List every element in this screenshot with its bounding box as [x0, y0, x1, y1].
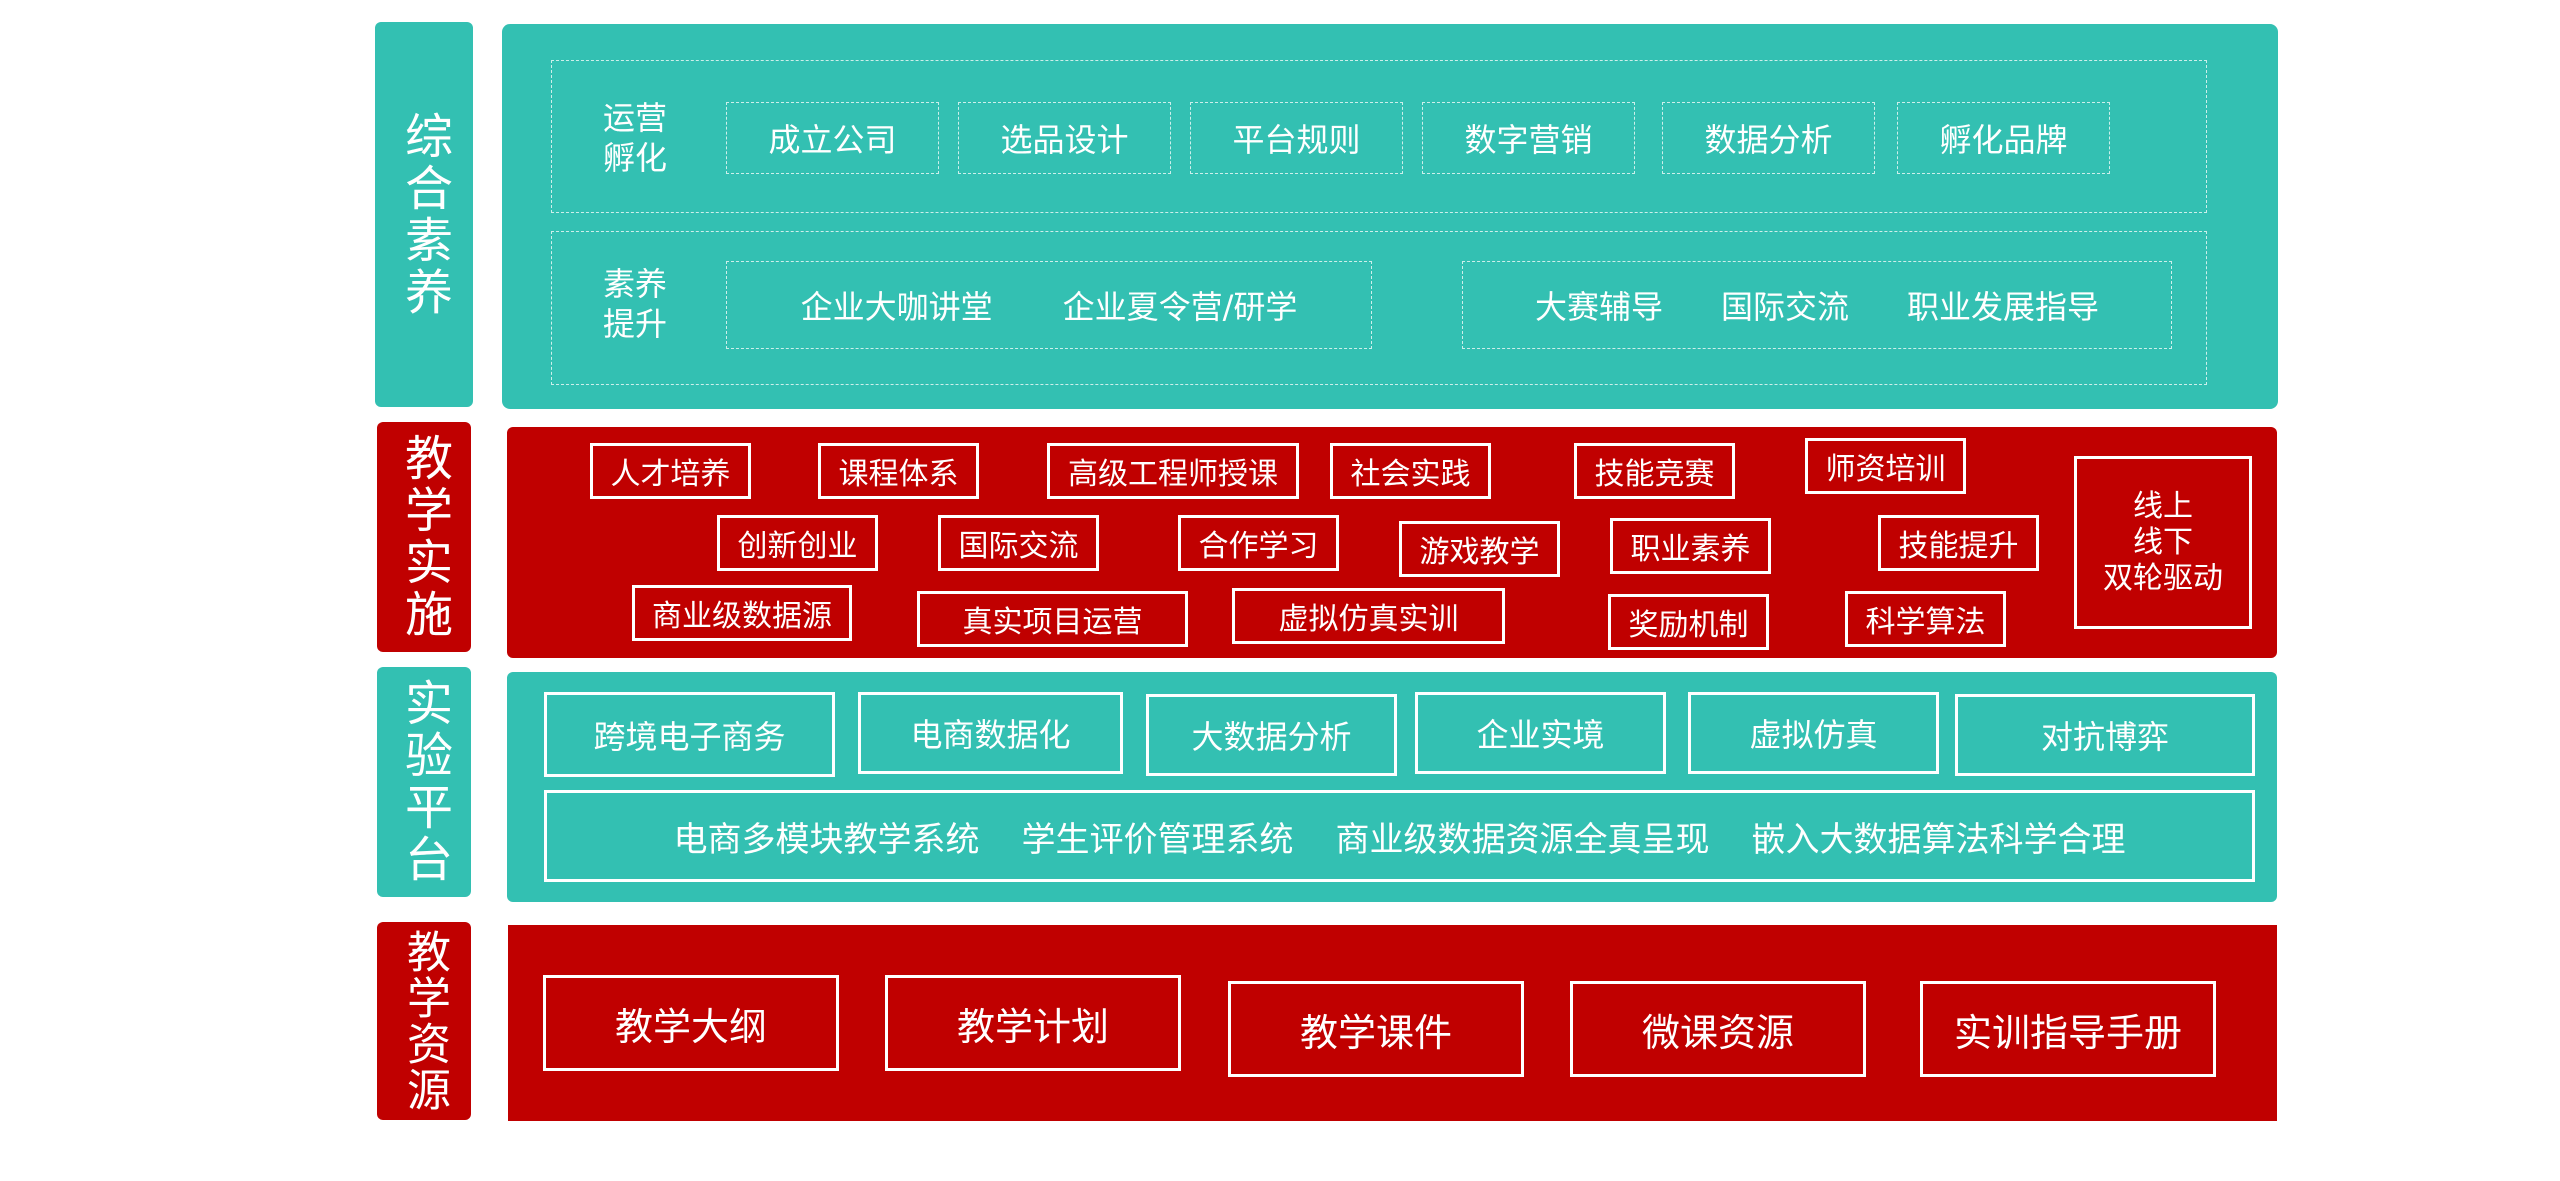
impl-dual-drive-offline: 线下: [2133, 524, 2193, 560]
lab-system-algorithm: 嵌入大数据算法科学合理: [1751, 819, 2126, 860]
impl-tag-professional: 职业素养: [1610, 518, 1771, 574]
operation-item-2: 选品设计: [958, 102, 1171, 174]
operation-item-1: 成立公司: [726, 102, 939, 174]
literacy-item-enterprise-lecture: 企业大咖讲堂: [800, 288, 993, 326]
impl-tag-social-practice: 社会实践: [1330, 443, 1491, 499]
impl-dual-drive: 线上 线下 双轮驱动: [2074, 456, 2252, 629]
operation-row: [551, 60, 2207, 213]
impl-tag-cooperative: 合作学习: [1178, 515, 1339, 571]
resource-training-manual: 实训指导手册: [1920, 981, 2216, 1077]
operation-item-5: 数据分析: [1662, 102, 1875, 174]
sidebar-comprehensive: 综合素养: [375, 22, 473, 407]
teaching-impl-panel: [507, 427, 2277, 658]
impl-tag-game-teaching: 游戏教学: [1399, 521, 1560, 577]
lab-systems-bar: 电商多模块教学系统 学生评价管理系统 商业级数据资源全真呈现 嵌入大数据算法科学…: [544, 790, 2255, 882]
impl-tag-commercial-data: 商业级数据源: [632, 585, 852, 641]
impl-tag-teacher-training: 师资培训: [1805, 438, 1966, 494]
sidebar-teaching-impl-label: 教学实施: [396, 433, 452, 641]
literacy-label-line1: 素养: [602, 265, 667, 303]
resource-syllabus: 教学大纲: [543, 975, 839, 1071]
sidebar-teaching-impl: 教学实施: [377, 422, 471, 652]
operation-item-4: 数字营销: [1422, 102, 1635, 174]
lab-item-ecommerce-data: 电商数据化: [858, 692, 1123, 774]
impl-tag-virtual-sim: 虚拟仿真实训: [1232, 588, 1505, 644]
resource-courseware: 教学课件: [1228, 981, 1524, 1077]
lab-platform-panel: [507, 672, 2277, 902]
lab-system-evaluation: 学生评价管理系统: [1021, 819, 1294, 860]
literacy-label: 素养 提升: [590, 264, 680, 344]
literacy-label-line2: 提升: [602, 305, 667, 343]
literacy-item-international: 国际交流: [1720, 288, 1849, 326]
impl-tag-international: 国际交流: [938, 515, 1099, 571]
resource-plan: 教学计划: [885, 975, 1181, 1071]
lab-item-enterprise: 企业实境: [1415, 692, 1666, 774]
impl-tag-skill-up: 技能提升: [1878, 515, 2039, 571]
operation-label-line2: 孵化: [602, 139, 667, 177]
lab-system-data-resource: 商业级数据资源全真呈现: [1335, 819, 1710, 860]
impl-tag-algorithm: 科学算法: [1845, 591, 2006, 647]
operation-item-6: 孵化品牌: [1897, 102, 2110, 174]
impl-tag-senior-engineer: 高级工程师授课: [1047, 443, 1299, 499]
lab-system-multi-module: 电商多模块教学系统: [673, 819, 980, 860]
lab-item-big-data: 大数据分析: [1146, 694, 1397, 776]
impl-tag-curriculum: 课程体系: [818, 443, 979, 499]
impl-dual-drive-online: 线上: [2133, 488, 2193, 524]
sidebar-lab-platform-label: 实验平台: [396, 678, 452, 886]
lab-item-virtual-sim: 虚拟仿真: [1688, 692, 1939, 774]
literacy-item-career: 职业发展指导: [1907, 288, 2100, 326]
teaching-resources-panel: [508, 925, 2277, 1121]
lab-item-cross-border: 跨境电子商务: [544, 692, 835, 777]
operation-item-3: 平台规则: [1190, 102, 1403, 174]
impl-dual-drive-label: 双轮驱动: [2103, 560, 2223, 596]
operation-label: 运营 孵化: [590, 98, 680, 178]
sidebar-teaching-resources: 教学资源: [377, 922, 471, 1120]
impl-tag-talent: 人才培养: [590, 443, 751, 499]
resource-micro-course: 微课资源: [1570, 981, 1866, 1077]
impl-tag-innovation: 创新创业: [717, 515, 878, 571]
comprehensive-panel: [502, 24, 2278, 409]
lab-item-adversarial: 对抗博弈: [1955, 694, 2255, 776]
literacy-group-2: 大赛辅导 国际交流 职业发展指导: [1462, 261, 2172, 349]
operation-label-line1: 运营: [602, 99, 667, 137]
literacy-item-competition: 大赛辅导: [1534, 288, 1663, 326]
literacy-group-1: 企业大咖讲堂 企业夏令营/研学: [726, 261, 1372, 349]
literacy-row: [551, 231, 2207, 385]
impl-tag-skill-contest: 技能竞赛: [1574, 443, 1735, 499]
sidebar-teaching-resources-label: 教学资源: [399, 929, 450, 1113]
sidebar-lab-platform: 实验平台: [377, 667, 471, 897]
sidebar-comprehensive-label: 综合素养: [396, 110, 452, 319]
impl-tag-real-project: 真实项目运营: [917, 591, 1188, 647]
literacy-item-summer-camp: 企业夏令营/研学: [1062, 288, 1298, 326]
impl-tag-reward: 奖励机制: [1608, 594, 1769, 650]
